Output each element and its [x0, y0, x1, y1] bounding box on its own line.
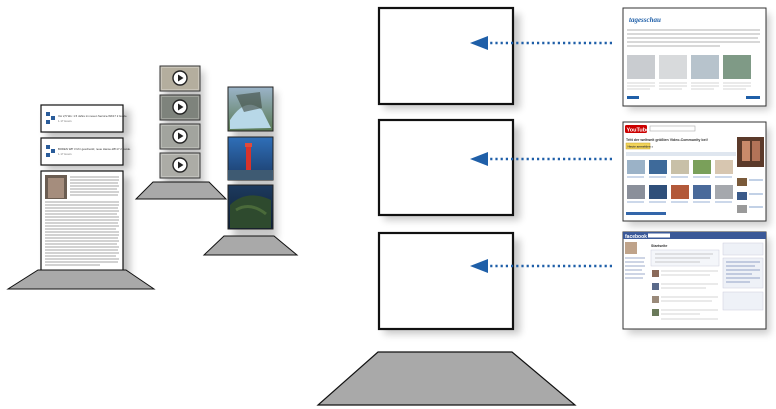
video-thumb-2 [159, 94, 201, 121]
left-card-1-meta: 1.17 Hours [58, 119, 72, 123]
video-thumb-1 [159, 65, 201, 92]
youtube-logo: YouTube [627, 128, 650, 134]
video-stack [134, 65, 228, 200]
photo-2 [227, 136, 274, 181]
left-stack: Vor 2,5 Wo: 1.5 Jahre im neuen Service-W… [6, 104, 156, 290]
youtube-headline: Tritt der weltweit größten Video-Communi… [626, 138, 708, 142]
facebook-logo: facebook [625, 234, 647, 240]
center-stack [316, 6, 577, 406]
empty-frame-2 [377, 118, 515, 217]
left-base [6, 269, 156, 290]
center-base [316, 351, 577, 406]
left-article-card [40, 170, 124, 276]
screenshot-news: tagesschau [622, 7, 770, 110]
youtube-signup-button: Heute anmelden » [628, 145, 654, 149]
photo-stack [202, 86, 299, 256]
arrow-1 [470, 36, 612, 50]
video-base [134, 181, 228, 200]
empty-frame-1 [377, 6, 515, 106]
empty-frame-3 [377, 231, 515, 331]
left-card-1: Vor 2,5 Wo: 1.5 Jahre im neuen Service-W… [40, 104, 128, 133]
left-card-1-title: Vor 2,5 Wo: 1.5 Jahre im neuen Service-W… [58, 114, 128, 118]
left-card-2: BODEN WP 3 Uhr geschenkt; neue Hanse-WK1… [40, 137, 131, 166]
arrow-2 [470, 152, 612, 166]
facebook-heading: Startseite [651, 244, 667, 248]
left-card-2-meta: 1.17 Hours [58, 152, 72, 156]
left-card-2-title: BODEN WP 3 Uhr geschenkt; neue Hanse-WK1… [58, 147, 131, 151]
arrows [470, 36, 612, 273]
news-logo: tagesschau [629, 16, 661, 24]
photo-1 [227, 86, 274, 132]
arrow-3 [470, 259, 612, 273]
video-thumb-4 [159, 152, 201, 179]
photo-3 [227, 184, 274, 230]
photo-base [202, 235, 299, 256]
screenshot-facebook: facebook Startseite [622, 231, 770, 334]
video-thumb-3 [159, 123, 201, 150]
screenshot-youtube: YouTube Tritt der weltweit größten Video… [622, 121, 770, 226]
article-text-lines [45, 176, 119, 266]
